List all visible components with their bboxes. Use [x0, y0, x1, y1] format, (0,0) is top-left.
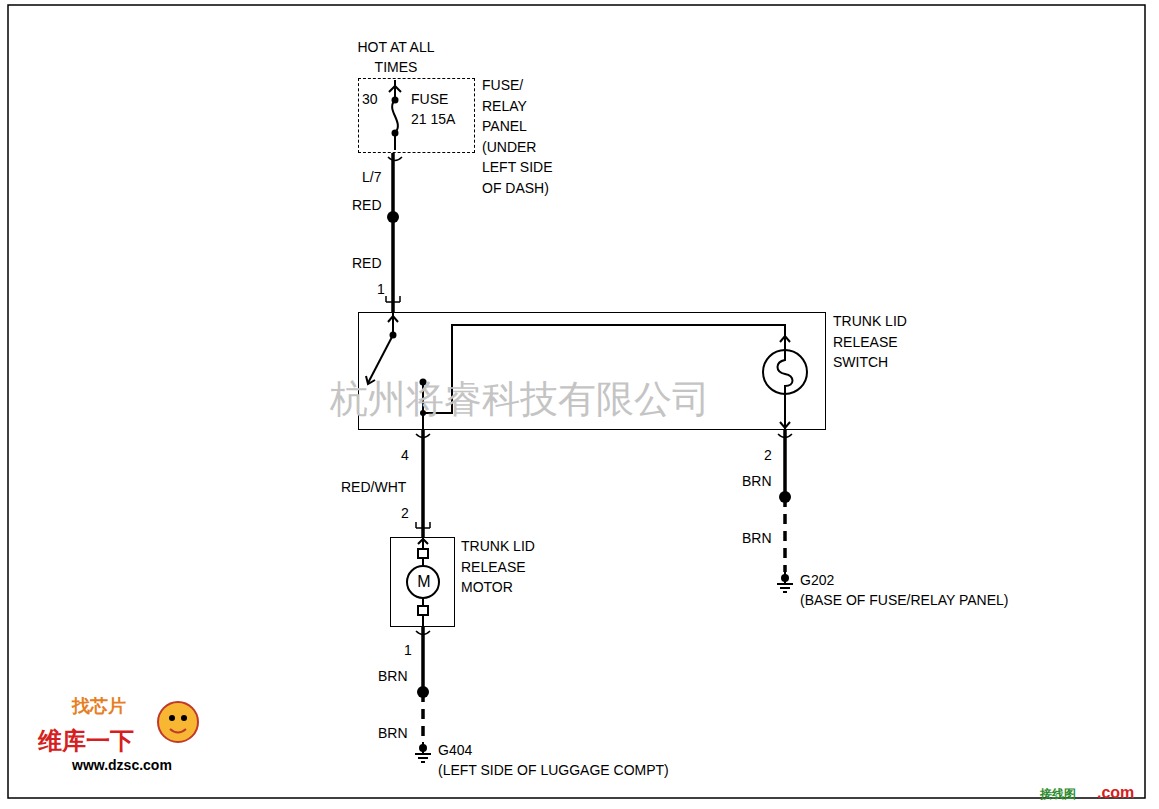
watermark-logo: 找芯片: [72, 695, 126, 717]
wire-segment: [421, 430, 425, 537]
wire-id: L/7: [362, 169, 381, 185]
pin-number: 1: [377, 281, 385, 297]
motor-box: MTRUNK LID RELEASE MOTOR: [390, 537, 455, 627]
wire-color: RED: [352, 197, 382, 213]
wire-color: BRN: [378, 725, 408, 741]
motor-letter: M: [415, 572, 433, 593]
fuse-terminal: [392, 130, 399, 137]
wire-segment: [391, 153, 395, 312]
ground-id: G202: [800, 572, 834, 588]
terminal-number: 30: [362, 89, 378, 110]
ground-symbol: [408, 742, 438, 772]
switch-contact: [390, 332, 397, 339]
lamp-symbol: [763, 350, 807, 394]
ground-location: (BASE OF FUSE/RELAY PANEL): [800, 592, 1009, 608]
wire-segment: [783, 497, 787, 572]
wire-color: BRN: [742, 530, 772, 546]
fuse-terminal: [392, 97, 399, 104]
wire: [393, 153, 394, 312]
watermark-site: 接线图: [1040, 787, 1076, 801]
outer-frame: [8, 5, 1145, 798]
wire: [423, 430, 424, 537]
wire-segment: [783, 430, 787, 497]
fuse-label: FUSE 21 15A: [411, 89, 456, 129]
watermark-logo: 维库一下: [38, 727, 134, 755]
watermark-url: www.dzsc.com: [72, 757, 172, 773]
wire-color: RED/WHT: [341, 479, 406, 495]
wire-segment: [421, 692, 425, 742]
wire-segment: [421, 627, 425, 692]
panel-location: FUSE/ RELAY PANEL (UNDER LEFT SIDE OF DA…: [482, 75, 554, 198]
watermark-site: .com: [1097, 784, 1134, 802]
wire: [423, 627, 424, 742]
wire-color: RED: [352, 255, 382, 271]
fuse-relay-panel: HOT AT ALL TIMES30FUSE 21 15AFUSE/ RELAY…: [358, 78, 475, 153]
pin-number: 2: [764, 447, 772, 463]
logo-mascot: [158, 702, 198, 742]
watermark: 杭州将睿科技有限公司: [330, 376, 710, 422]
ground-location: (LEFT SIDE OF LUGGAGE COMPT): [438, 762, 669, 778]
wire-color: BRN: [742, 473, 772, 489]
fuse-symbol: [389, 80, 401, 150]
pin-number: 2: [401, 505, 409, 521]
ground-id: G404: [438, 742, 472, 758]
ground-symbol: [770, 572, 800, 602]
pin-number: 1: [404, 642, 412, 658]
ground-node: G404 (LEFT SIDE OF LUGGAGE COMPT): [408, 742, 698, 782]
pin-number: 4: [401, 447, 409, 463]
switch-name: TRUNK LID RELEASE SWITCH: [833, 311, 911, 373]
ground-node: G202 (BASE OF FUSE/RELAY PANEL): [770, 572, 1030, 612]
motor-name: TRUNK LID RELEASE MOTOR: [461, 536, 539, 598]
power-note: HOT AT ALL TIMES: [351, 37, 441, 77]
wire: [785, 430, 786, 572]
wire-color: BRN: [378, 668, 408, 684]
